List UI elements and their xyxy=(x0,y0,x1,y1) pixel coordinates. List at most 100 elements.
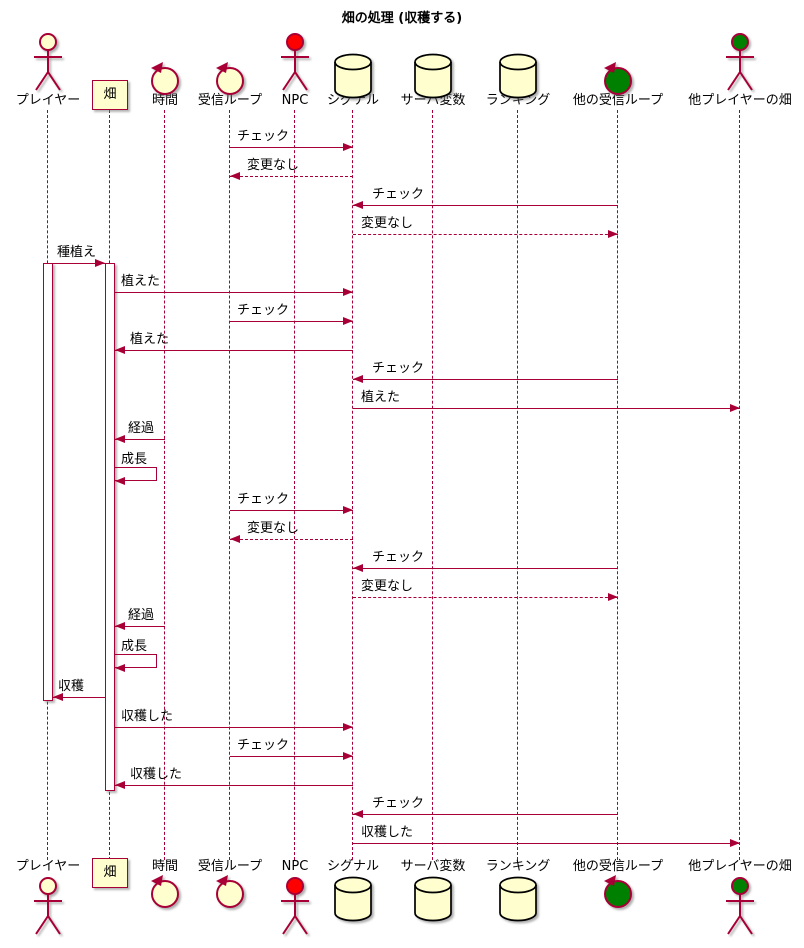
message-line xyxy=(230,147,353,148)
lifeline-他プレイヤーの畑 xyxy=(739,110,740,860)
arrowhead-icon xyxy=(730,404,740,412)
arrowhead-icon xyxy=(115,477,125,485)
message-label: 収穫した xyxy=(121,709,174,724)
lifeline-時間 xyxy=(164,110,165,860)
message-label: 植えた xyxy=(130,332,170,347)
message-line xyxy=(53,263,105,264)
actor-icon xyxy=(273,33,317,97)
message-label: チェック xyxy=(372,187,425,202)
control-loop-icon xyxy=(148,873,182,913)
arrowhead-icon xyxy=(115,664,125,672)
self-message-label: 成長 xyxy=(121,452,148,467)
message-line xyxy=(230,510,353,511)
message-line xyxy=(115,292,353,293)
message-label: チェック xyxy=(237,129,290,144)
message-line xyxy=(115,727,353,728)
diagram-title: 畑の処理 (収穫する) xyxy=(341,11,463,26)
control-loop-icon xyxy=(601,873,635,913)
arrowhead-icon xyxy=(115,781,125,789)
participant-label-他プレイヤーの畑: 他プレイヤーの畑 xyxy=(688,859,792,874)
message-line xyxy=(115,439,165,440)
arrowhead-icon xyxy=(608,593,618,601)
participant-label-プレイヤー: プレイヤー xyxy=(15,859,81,874)
participant-label-時間: 時間 xyxy=(151,859,178,874)
message-label: 変更なし xyxy=(361,579,414,594)
message-label: チェック xyxy=(237,492,290,507)
message-line xyxy=(53,697,105,698)
arrowhead-icon xyxy=(730,839,740,847)
actor-icon xyxy=(26,877,70,941)
activation-bar-プレイヤー xyxy=(43,263,53,701)
message-label: 経過 xyxy=(128,608,155,623)
participant-label-シグナル: シグナル xyxy=(326,859,379,874)
self-message xyxy=(115,654,157,668)
control-loop-icon xyxy=(601,60,635,100)
activation-bar-畑 xyxy=(105,263,115,791)
self-message xyxy=(115,467,157,481)
participant-label-ランキング: ランキング xyxy=(485,93,551,108)
arrowhead-icon xyxy=(353,375,363,383)
arrowhead-icon xyxy=(230,535,240,543)
control-loop-icon xyxy=(213,60,247,100)
arrowhead-icon xyxy=(115,622,125,630)
database-icon xyxy=(498,876,538,926)
arrowhead-icon xyxy=(353,810,363,818)
lifeline-ランキング xyxy=(517,110,518,860)
participant-label-他の受信ループ: 他の受信ループ xyxy=(572,859,664,874)
message-label: チェック xyxy=(372,361,425,376)
actor-icon xyxy=(718,877,762,941)
message-line xyxy=(353,205,618,206)
message-label: 収穫した xyxy=(361,825,414,840)
message-label: 変更なし xyxy=(247,158,300,173)
message-line xyxy=(115,350,353,351)
message-label: 植えた xyxy=(121,274,161,289)
actor-icon xyxy=(273,877,317,941)
message-line xyxy=(353,568,618,569)
arrowhead-icon xyxy=(95,259,105,267)
arrowhead-icon xyxy=(343,506,353,514)
lifeline-サーバ変数 xyxy=(432,110,433,860)
participant-label-サーバ変数: サーバ変数 xyxy=(400,859,466,874)
message-line xyxy=(353,597,618,598)
control-loop-icon xyxy=(148,60,182,100)
database-icon xyxy=(413,53,453,103)
message-line xyxy=(230,321,353,322)
participant-label-NPC: NPC xyxy=(281,93,309,108)
message-label: チェック xyxy=(372,550,425,565)
participant-box: 畑 xyxy=(92,80,128,110)
participant-box: 畑 xyxy=(92,858,128,888)
message-line xyxy=(353,843,740,844)
arrowhead-icon xyxy=(343,723,353,731)
participant-label-他の受信ループ: 他の受信ループ xyxy=(572,93,664,108)
database-icon xyxy=(498,53,538,103)
participant-label-他プレイヤーの畑: 他プレイヤーの畑 xyxy=(688,93,792,108)
message-label: チェック xyxy=(237,738,290,753)
arrowhead-icon xyxy=(53,693,63,701)
lifeline-シグナル xyxy=(352,110,353,860)
message-line xyxy=(230,539,353,540)
participant-label-受信ループ: 受信ループ xyxy=(197,859,263,874)
message-line xyxy=(115,785,353,786)
arrowhead-icon xyxy=(343,143,353,151)
message-line xyxy=(115,626,165,627)
participant-label-時間: 時間 xyxy=(151,93,178,108)
message-line xyxy=(230,176,353,177)
participant-label-プレイヤー: プレイヤー xyxy=(15,93,81,108)
message-line xyxy=(353,234,618,235)
database-icon xyxy=(333,876,373,926)
actor-icon xyxy=(26,33,70,97)
lifeline-NPC xyxy=(294,110,295,860)
message-label: 種植え xyxy=(57,245,97,260)
message-label: 植えた xyxy=(361,390,401,405)
arrowhead-icon xyxy=(343,752,353,760)
message-line xyxy=(353,814,618,815)
message-label: チェック xyxy=(372,796,425,811)
arrowhead-icon xyxy=(608,230,618,238)
message-label: 収穫した xyxy=(130,767,183,782)
arrowhead-icon xyxy=(343,288,353,296)
arrowhead-icon xyxy=(115,435,125,443)
actor-icon xyxy=(718,33,762,97)
participant-label-受信ループ: 受信ループ xyxy=(197,93,263,108)
message-label: 変更なし xyxy=(361,216,414,231)
